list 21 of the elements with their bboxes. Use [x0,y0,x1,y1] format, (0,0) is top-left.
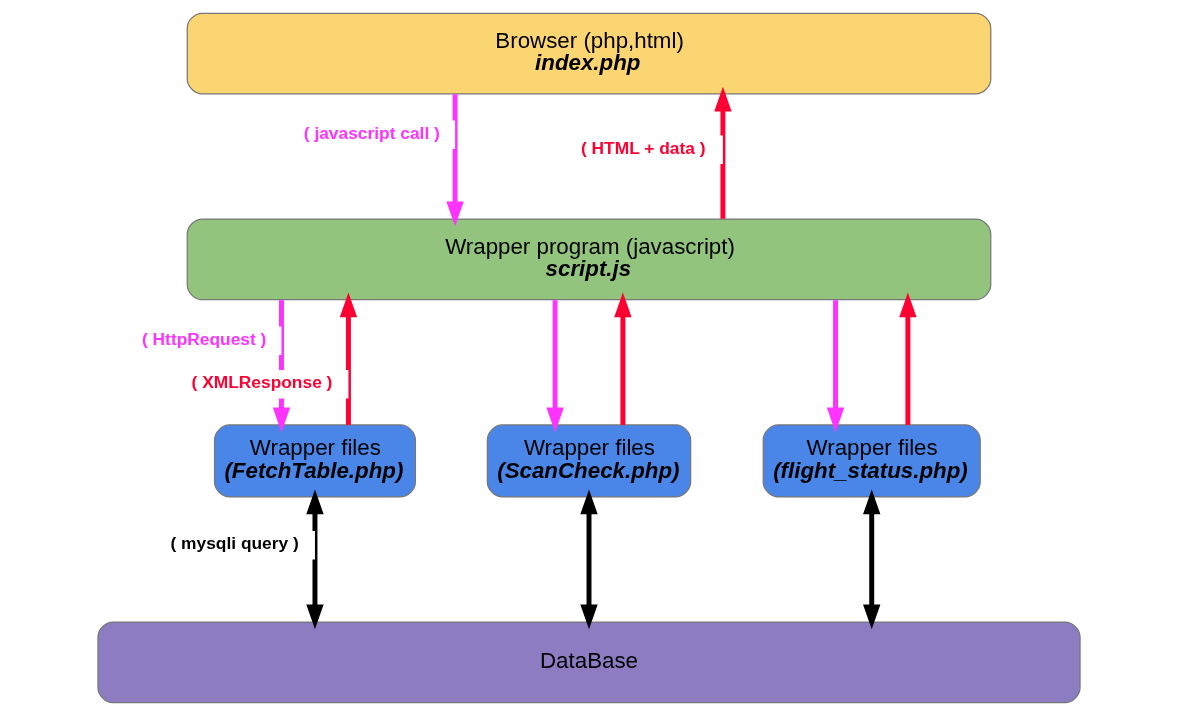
edge-label: ( HTML + data ) [580,137,706,158]
edge-label: ( javascript call ) [303,122,440,143]
arrow [713,86,732,219]
arrow [445,94,464,227]
arrow [339,292,357,425]
node-box: Wrapper files (flight_status.php) [762,424,981,498]
arrow [898,292,917,425]
node-box: Browser (php,html) index.php [186,12,991,95]
arrow [613,292,632,425]
edge-label: ( XMLResponse ) [191,372,332,393]
node-box: Wrapper program (javascript) script.js [186,218,991,301]
arrow [305,489,324,630]
node-box: Wrapper files (FetchTable.php) [213,424,416,498]
arrow [579,489,598,630]
edge-label: ( mysqli query ) [170,533,299,554]
node-box: DataBase [96,621,1081,704]
edge-label: ( HttpRequest ) [141,328,266,349]
arrow [545,300,564,433]
node-box: Wrapper files (ScanCheck.php) [486,424,691,498]
arrow [862,489,880,630]
arrow [826,300,844,433]
